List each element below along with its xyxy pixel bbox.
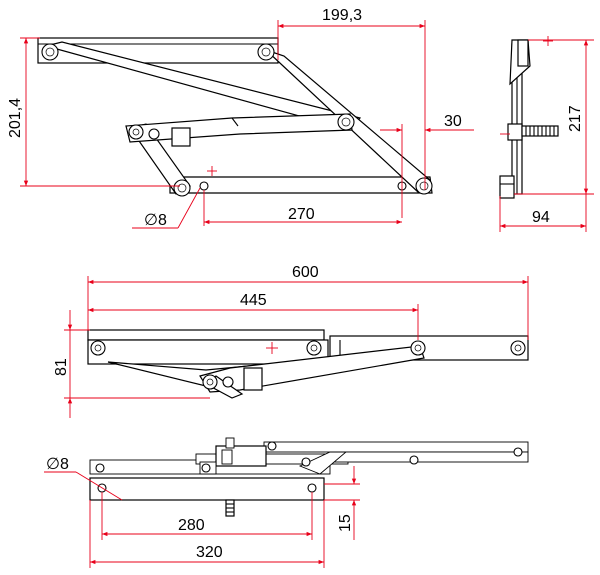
dim-side-hole-dia: ∅8 (144, 212, 167, 229)
end-view: 217 94 (499, 36, 594, 232)
side-mount-hole (199, 181, 209, 191)
plan-strip (329, 451, 529, 463)
dim-side-base-length: 270 (288, 206, 315, 223)
folded-main-beam (87, 339, 329, 365)
dim-end-height: 217 (567, 105, 584, 132)
folded-top-plate (87, 329, 325, 341)
folded-bracket (243, 367, 263, 391)
dim-side-offset: 199,3 (322, 7, 362, 24)
dim-bottom-hole-spacing: 280 (178, 517, 205, 534)
side-link-middle (125, 113, 353, 143)
plan-view: ∅8 280 320 15 (44, 437, 529, 568)
side-arm-main (43, 41, 362, 131)
end-top-block (517, 39, 529, 67)
folded-view: 600 445 81 (53, 264, 529, 418)
end-bolt (521, 125, 559, 137)
dim-end-width: 94 (532, 209, 550, 226)
dim-side-small-offset: 30 (444, 113, 462, 130)
side-bracket (171, 127, 191, 147)
end-bottom-bracket (499, 175, 515, 199)
dim-side-height: 201,4 (7, 98, 24, 138)
side-bottom-plate (169, 176, 433, 194)
dim-top-arm-length: 445 (240, 292, 267, 309)
dim-top-height: 81 (53, 358, 70, 376)
side-view: 199,3 201,4 30 270 ∅8 (7, 7, 474, 229)
plan-base-plate (89, 477, 325, 501)
plan-mount-hole (307, 483, 317, 493)
side-pivot-hole (148, 128, 160, 140)
plan-strip (263, 441, 529, 453)
plan-link (298, 451, 348, 475)
dim-top-total-length: 600 (292, 264, 319, 281)
end-nut (507, 123, 523, 141)
dim-bottom-thickness: 15 (337, 514, 354, 532)
dim-bottom-plate-length: 320 (196, 544, 223, 561)
dim-bottom-hole-dia: ∅8 (46, 456, 69, 473)
